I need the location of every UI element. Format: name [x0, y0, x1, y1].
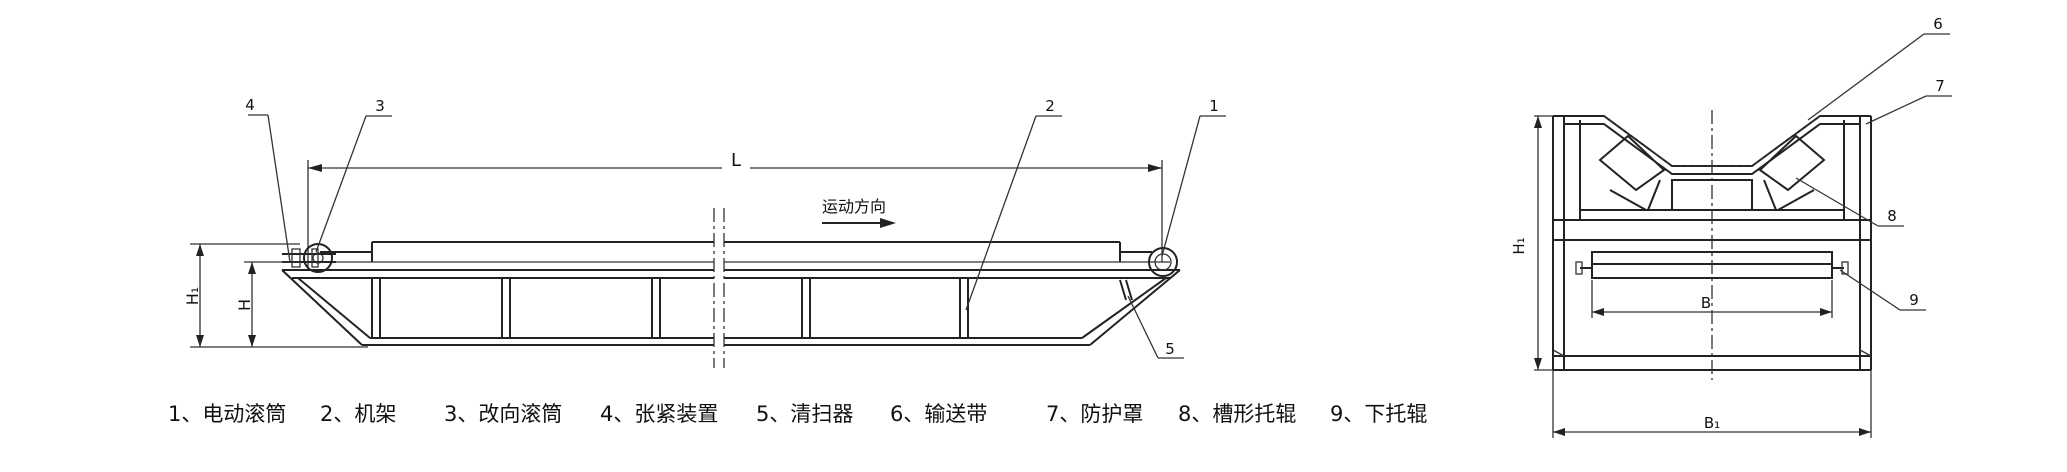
callout-5: 5: [1165, 340, 1175, 358]
direction-text: 运动方向: [822, 197, 886, 216]
legend-item-9: 9、下托辊: [1330, 402, 1428, 426]
overall-width-label: B₁: [1704, 414, 1720, 432]
frame: [281, 269, 1181, 346]
legend-item-1: 1、电动滚筒: [168, 402, 287, 426]
break-line: [713, 208, 725, 368]
legend-item-6: 6、输送带: [890, 402, 988, 426]
legend-item-4: 4、张紧装置: [600, 402, 719, 426]
scraper: [1119, 279, 1133, 301]
side-view: L 运动方向: [183, 96, 1226, 368]
length-label: L: [731, 150, 741, 171]
callout-9: 9: [1909, 291, 1919, 309]
height-label: H: [235, 299, 254, 311]
callout-2: 2: [1045, 97, 1055, 115]
return-idler: [1575, 110, 1849, 380]
legend-item-5: 5、清扫器: [756, 402, 854, 426]
inner-width-label: B: [1701, 294, 1711, 312]
legend-item-2: 2、机架: [320, 402, 397, 426]
legend-item-8: 8、槽形托辊: [1178, 402, 1297, 426]
belt-top: [300, 241, 1170, 263]
direction-indicator: 运动方向: [822, 197, 896, 228]
legend-item-7: 7、防护罩: [1046, 402, 1144, 426]
direction-arrow-icon: [880, 218, 896, 228]
height-dimensions: H₁ H: [183, 243, 368, 348]
side-callouts: 4 3 2 1 5: [245, 96, 1226, 359]
callout-4: 4: [245, 96, 255, 114]
overall-height-label: H₁: [183, 287, 202, 305]
cross-section-view: H₁ B B₁ 6 7 8: [1510, 15, 1952, 438]
callout-6: 6: [1933, 15, 1943, 33]
tail-pulley: [282, 243, 336, 273]
cross-callouts: 6 7 8 9: [1795, 15, 1952, 311]
length-dimension: L: [307, 148, 1163, 270]
cross-height-label: H₁: [1510, 237, 1528, 254]
cross-dimensions: H₁ B B₁: [1510, 115, 1872, 438]
callout-8: 8: [1887, 207, 1897, 225]
callout-3: 3: [375, 97, 385, 115]
callout-1: 1: [1209, 97, 1219, 115]
legend-item-3: 3、改向滚筒: [444, 402, 563, 426]
callout-7: 7: [1935, 77, 1945, 95]
